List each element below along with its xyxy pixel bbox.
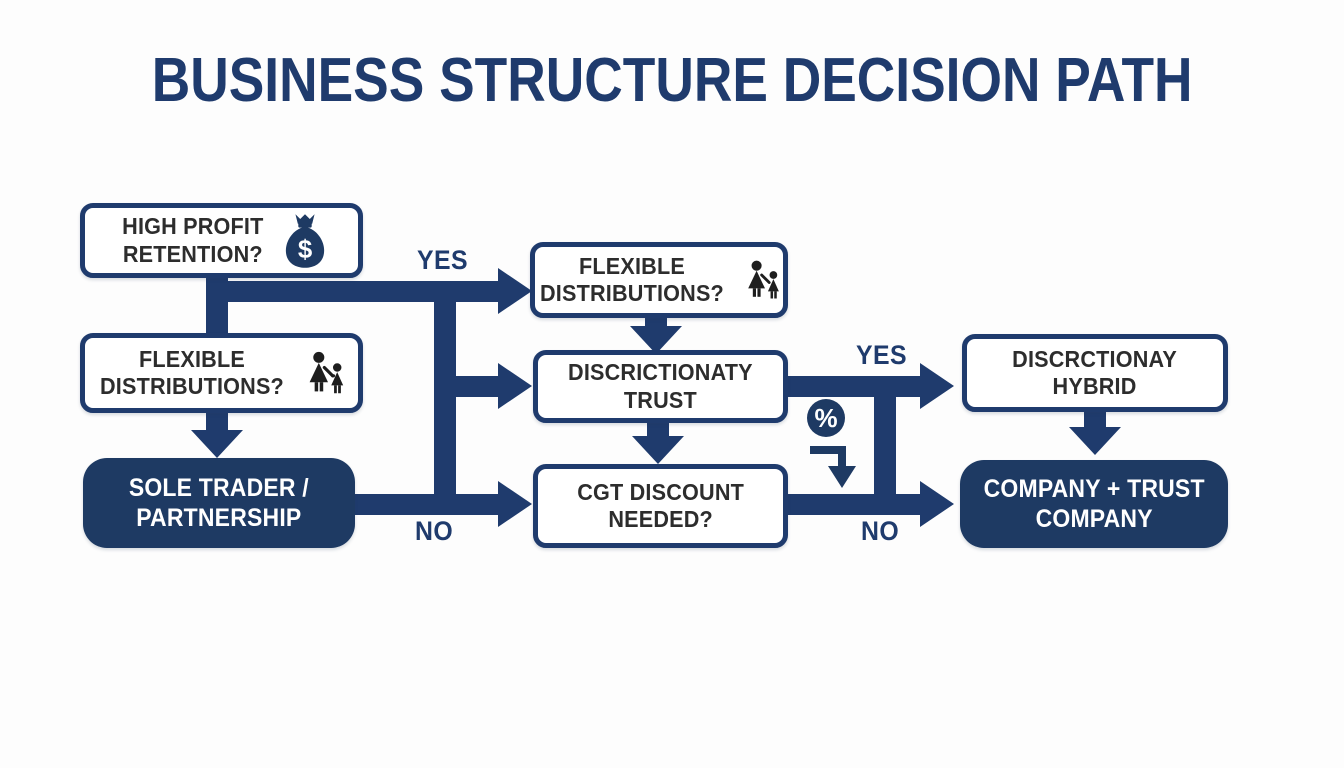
page-title: BUSINESS STRUCTURE DECISION PATH <box>151 46 1193 115</box>
money-bag-icon: $ <box>285 213 324 268</box>
node-flexible-distributions-mid: FLEXIBLE DISTRIBUTIONS? <box>530 242 788 318</box>
node-label: HIGH PROFIT RETENTION? <box>122 213 264 267</box>
edge-label-no-left: NO <box>415 516 454 546</box>
dollar-symbol: $ <box>298 236 312 264</box>
node-label: DISCRICTIONATY TRUST <box>568 359 753 413</box>
node-discretionary-trust: DISCRICTIONATY TRUST <box>533 350 788 423</box>
node-label: DISCRCTIONAY HYBRID <box>1012 345 1178 399</box>
connector-no-to-company <box>788 494 920 515</box>
node-cgt-discount-needed: CGT DISCOUNT NEEDED? <box>533 464 788 548</box>
arrowhead-into-company <box>920 481 954 527</box>
percent-symbol: % <box>814 403 837 433</box>
node-label: FLEXIBLE DISTRIBUTIONS? <box>100 345 284 399</box>
node-label: CGT DISCOUNT NEEDED? <box>577 478 744 532</box>
arrowhead-into-trust <box>498 363 532 409</box>
family-icon <box>309 351 344 394</box>
connector-bus-to-trust <box>434 376 498 397</box>
connector-left-bus <box>434 281 456 515</box>
node-label: SOLE TRADER / PARTNERSHIP <box>128 473 310 533</box>
edge-label-yes-right: YES <box>856 340 908 370</box>
node-label: COMPANY + TRUST COMPANY <box>983 474 1205 534</box>
arrowhead-into-hybrid <box>920 363 954 409</box>
node-label: FLEXIBLE DISTRIBUTIONS? <box>539 252 724 306</box>
node-sole-trader-partnership: SOLE TRADER / PARTNERSHIP <box>83 458 355 548</box>
edge-label-yes-top: YES <box>417 245 469 275</box>
connector-right-bus <box>874 376 896 515</box>
arrowhead-into-flexible-mid <box>498 268 532 314</box>
node-company-plus-trust: COMPANY + TRUST COMPANY <box>960 460 1228 548</box>
connector-no-to-cgt <box>352 494 498 515</box>
arrowhead-into-soletrader <box>191 430 243 458</box>
node-flexible-distributions-left: FLEXIBLE DISTRIBUTIONS? <box>80 333 363 413</box>
family-icon <box>748 260 780 299</box>
node-discretionary-hybrid: DISCRCTIONAY HYBRID <box>962 334 1228 412</box>
arrowhead-flexiblemid-to-trust <box>630 326 682 354</box>
connector-yes-to-flexible-mid <box>206 281 498 302</box>
connector-hybrid-to-company <box>1084 410 1106 428</box>
edge-label-no-right: NO <box>861 516 900 546</box>
node-high-profit-retention: HIGH PROFIT RETENTION? $ <box>80 203 363 278</box>
arrowhead-trust-to-cgt <box>632 436 684 464</box>
percent-drop-icon: % <box>807 399 856 488</box>
connector-trust-to-cgt <box>647 422 669 437</box>
connector-flexiblemid-to-trust <box>645 315 667 327</box>
arrowhead-hybrid-to-company <box>1069 427 1121 455</box>
arrowhead-into-cgt <box>498 481 532 527</box>
